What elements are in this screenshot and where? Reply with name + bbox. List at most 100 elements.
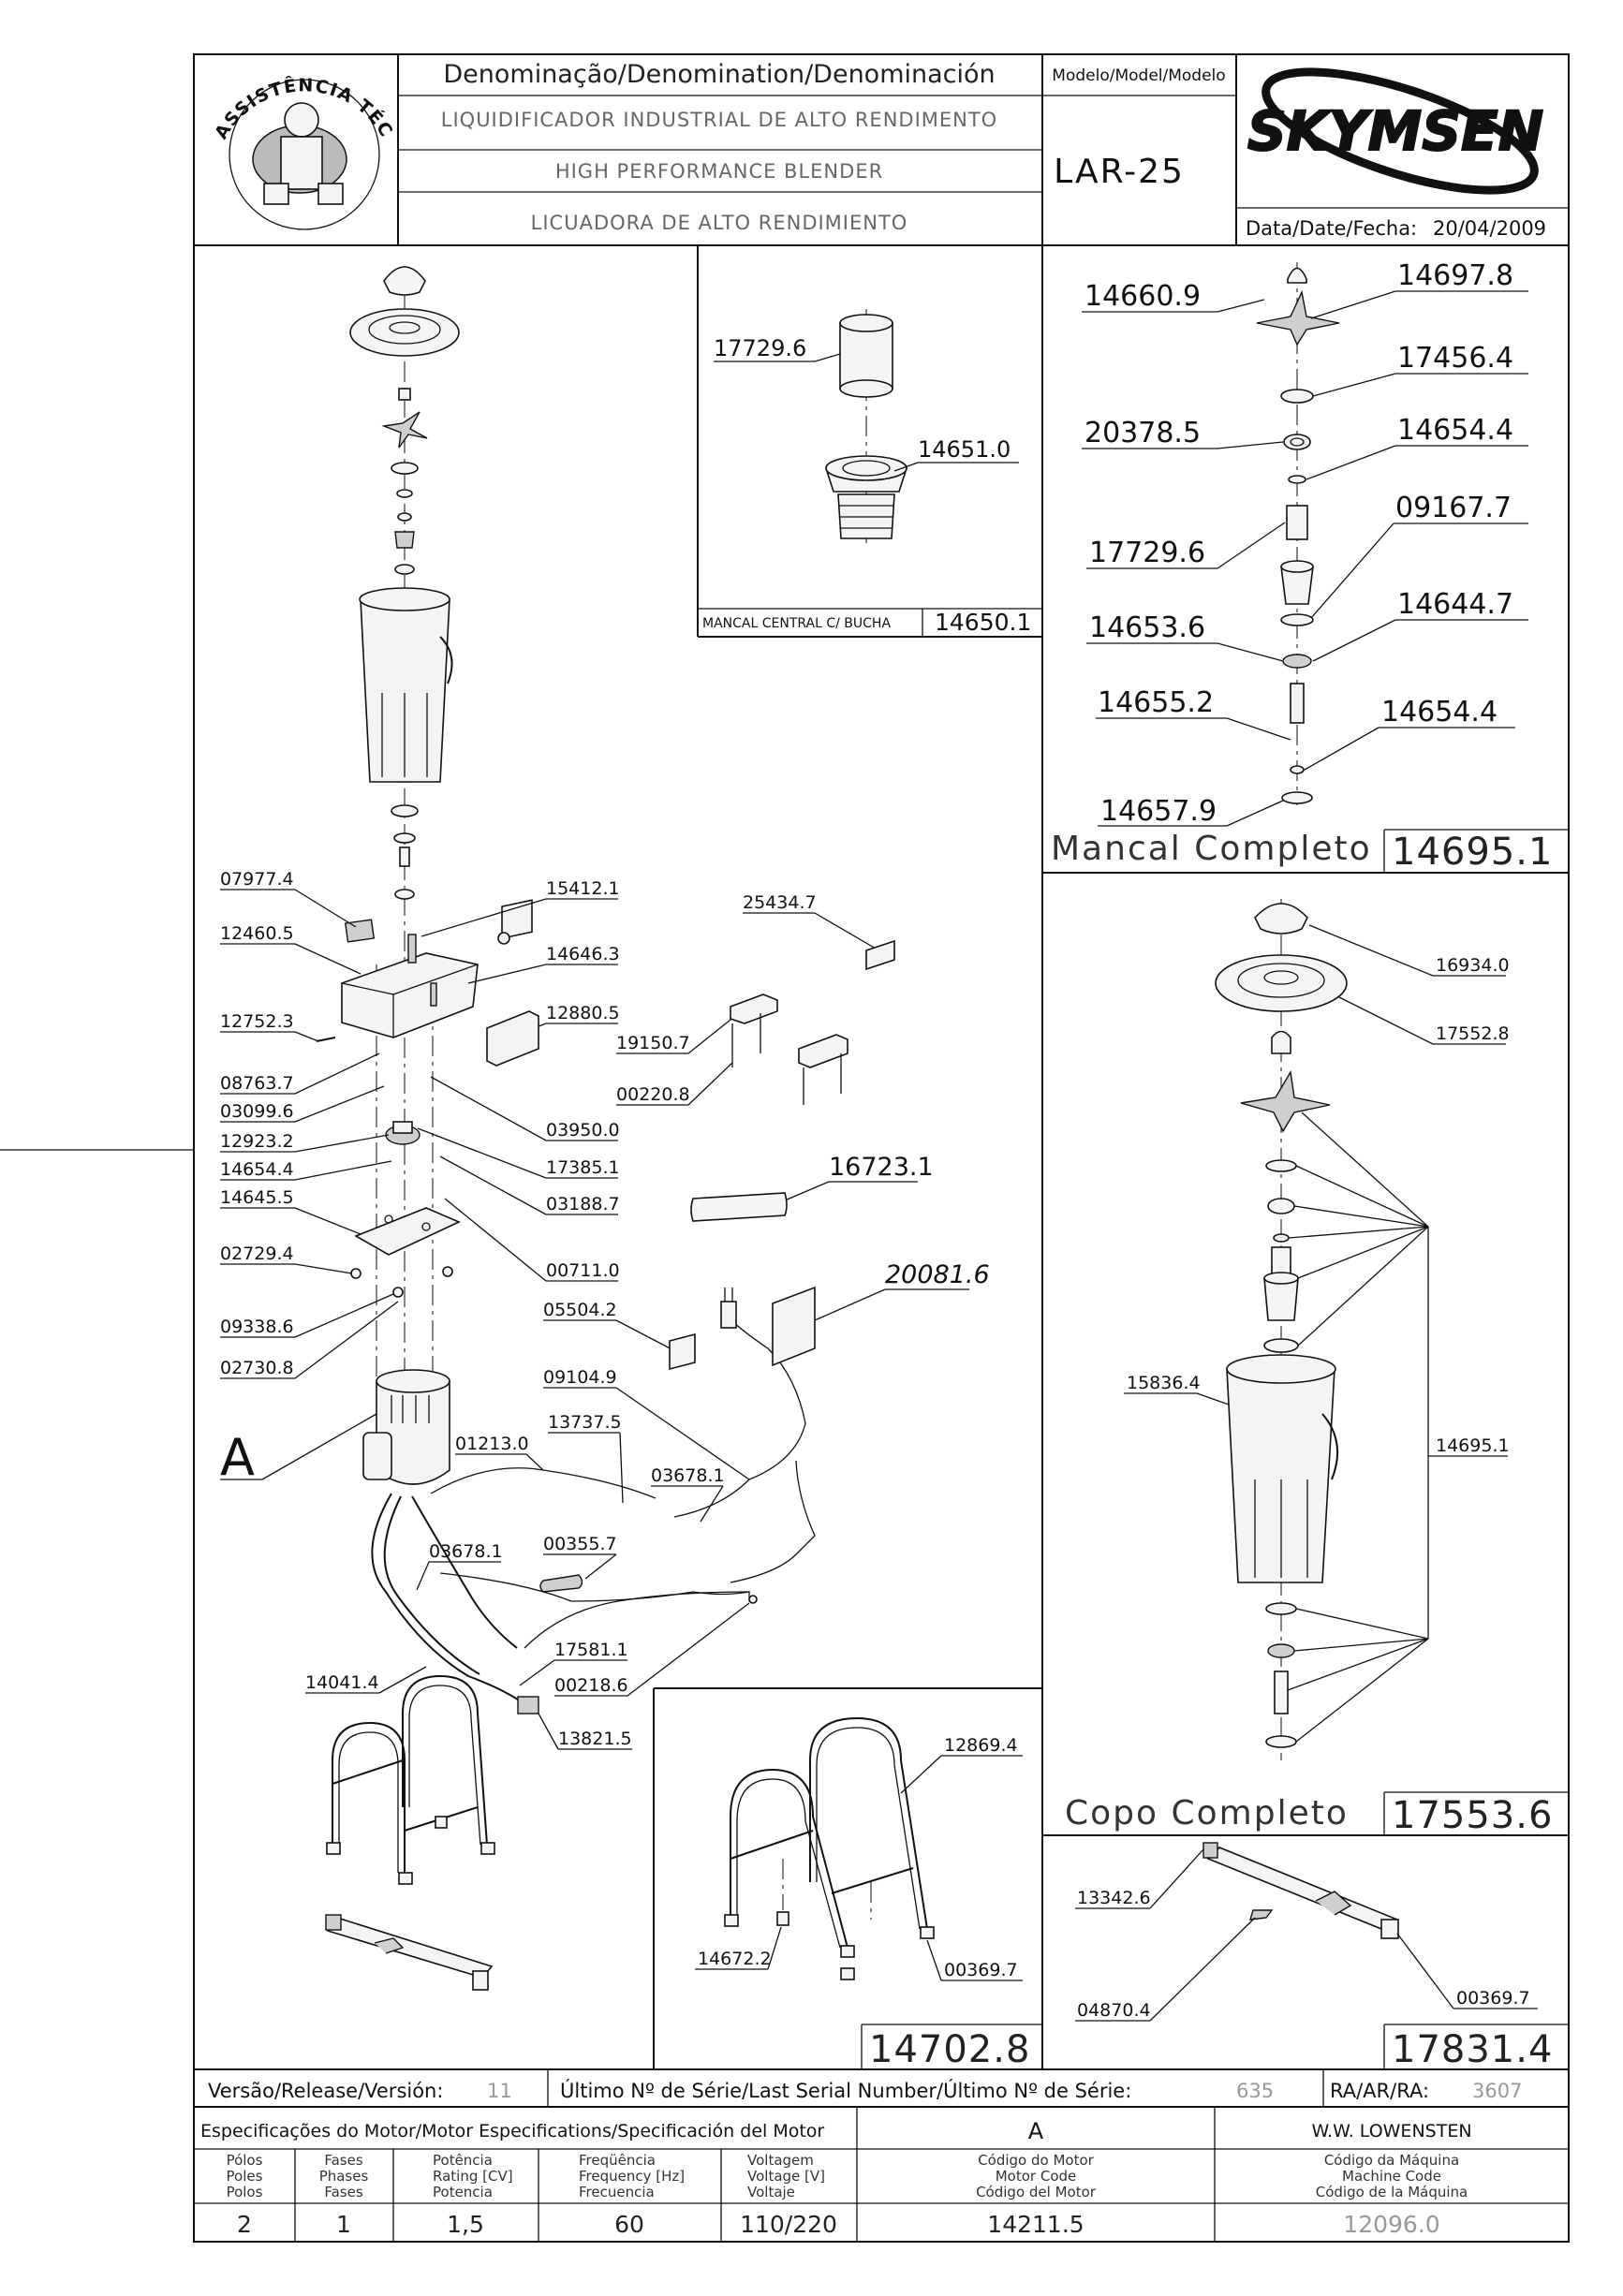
label-12923-2: 12923.2 bbox=[220, 1131, 294, 1152]
foot-code: 17831.4 bbox=[1392, 2028, 1553, 2071]
label-12869-4: 12869.4 bbox=[944, 1735, 1018, 1756]
label-00218-6: 00218.6 bbox=[554, 1675, 628, 1696]
motor-letter: A bbox=[1028, 2118, 1044, 2144]
label-14660-9: 14660.9 bbox=[1084, 280, 1201, 313]
label-17729-6-center: 17729.6 bbox=[714, 335, 806, 361]
machine-code-value: 12096.0 bbox=[1343, 2211, 1439, 2238]
serial-value: 635 bbox=[1236, 2080, 1274, 2102]
cup-complete-label: Copo Completo bbox=[1065, 1794, 1349, 1832]
col-motor-code-3: Código del Motor bbox=[976, 2184, 1097, 2200]
label-03099-6: 03099.6 bbox=[220, 1101, 294, 1122]
center-bearing-drawing bbox=[824, 309, 908, 543]
date-value: 20/04/2009 bbox=[1433, 217, 1546, 240]
complete-cup-labels: 16934.0 17552.8 15836.4 14695.1 Copo Com… bbox=[1065, 924, 1553, 1837]
label-13342-6: 13342.6 bbox=[1077, 1888, 1151, 1908]
description-es: LICUADORA DE ALTO RENDIMIENTO bbox=[531, 212, 908, 234]
description-pt: LIQUIDIFICADOR INDUSTRIAL DE ALTO RENDIM… bbox=[441, 109, 997, 131]
label-25434-7: 25434.7 bbox=[743, 892, 817, 913]
voltage-value: 110/220 bbox=[740, 2211, 837, 2238]
col-power-3: Potencia bbox=[433, 2184, 493, 2200]
label-13821-5: 13821.5 bbox=[558, 1729, 632, 1749]
label-00711-0: 00711.0 bbox=[546, 1260, 620, 1281]
label-00220-8: 00220.8 bbox=[616, 1084, 690, 1105]
label-17456-4: 17456.4 bbox=[1397, 342, 1513, 375]
stand-drawing bbox=[724, 1716, 935, 1980]
col-phases-1: Fases bbox=[324, 2152, 362, 2169]
label-02730-8: 02730.8 bbox=[220, 1358, 294, 1378]
col-power-1: Potência bbox=[433, 2152, 493, 2169]
bearing-center-label: MANCAL CENTRAL C/ BUCHA bbox=[702, 616, 891, 631]
label-03188-7: 03188.7 bbox=[546, 1194, 620, 1214]
label-19150-7: 19150.7 bbox=[616, 1033, 690, 1053]
main-exploded-view bbox=[316, 266, 816, 1991]
phases-value: 1 bbox=[336, 2211, 351, 2238]
cup-complete-code: 17553.6 bbox=[1392, 1794, 1553, 1837]
label-14651-0: 14651.0 bbox=[918, 436, 1011, 463]
label-14657-9: 14657.9 bbox=[1100, 795, 1217, 828]
label-09167-7: 09167.7 bbox=[1395, 492, 1512, 524]
main-part-labels: 07977.4 15412.1 12460.5 14646.3 12752.3 … bbox=[220, 869, 990, 1750]
label-03950-0: 03950.0 bbox=[546, 1120, 620, 1141]
frequency-value: 60 bbox=[614, 2211, 644, 2238]
label-07977-4: 07977.4 bbox=[220, 869, 294, 890]
col-voltage-1: Voltagem bbox=[747, 2152, 814, 2169]
label-17581-1: 17581.1 bbox=[554, 1640, 628, 1660]
label-17552-8: 17552.8 bbox=[1436, 1023, 1510, 1044]
authorized-service-seal: ASSISTÊNCIA TÉCNICA AUTORIZADA bbox=[0, 0, 397, 230]
seal-text: ASSISTÊNCIA TÉCNICA AUTORIZADA bbox=[0, 0, 397, 142]
col-freq-3: Frecuencia bbox=[579, 2184, 655, 2200]
label-01213-0: 01213.0 bbox=[455, 1434, 529, 1454]
label-14653-6: 14653.6 bbox=[1089, 611, 1205, 644]
col-machine-code-2: Machine Code bbox=[1342, 2168, 1441, 2185]
motor-spec-label: Especificações do Motor/Motor Especifica… bbox=[200, 2121, 824, 2141]
bearing-complete-label: Mancal Completo bbox=[1051, 830, 1372, 868]
col-power-2: Rating [CV] bbox=[433, 2168, 513, 2185]
label-16723-1: 16723.1 bbox=[829, 1153, 934, 1182]
col-poles-1: Pólos bbox=[227, 2152, 263, 2169]
label-02729-4: 02729.4 bbox=[220, 1244, 294, 1264]
label-17385-1: 17385.1 bbox=[546, 1157, 620, 1178]
model-number: LAR-25 bbox=[1054, 153, 1185, 191]
col-voltage-3: Voltaje bbox=[747, 2184, 795, 2200]
label-12752-3: 12752.3 bbox=[220, 1011, 294, 1032]
brand-logo: SKYMSEN bbox=[1247, 67, 1544, 195]
label-09338-6: 09338.6 bbox=[220, 1317, 294, 1337]
power-value: 1,5 bbox=[447, 2211, 484, 2238]
version-value: 11 bbox=[487, 2080, 512, 2102]
label-15836-4: 15836.4 bbox=[1127, 1373, 1201, 1393]
label-14655-2: 14655.2 bbox=[1098, 686, 1214, 719]
stand-code: 14702.8 bbox=[869, 2028, 1030, 2071]
motor-code-value: 14211.5 bbox=[987, 2211, 1084, 2238]
date-label: Data/Date/Fecha: bbox=[1246, 217, 1417, 240]
decals-and-brackets bbox=[486, 939, 895, 1371]
label-motor-a: A bbox=[220, 1428, 255, 1487]
label-00369-7-stand: 00369.7 bbox=[944, 1960, 1018, 1980]
col-motor-code-1: Código do Motor bbox=[978, 2152, 1094, 2169]
complete-bearing-drawing bbox=[1256, 262, 1340, 805]
model-heading: Modelo/Model/Modelo bbox=[1052, 66, 1225, 85]
complete-bearing-labels: 14660.9 14697.8 17456.4 20378.5 14654.4 … bbox=[1051, 259, 1553, 874]
label-14654-4: 14654.4 bbox=[220, 1159, 294, 1180]
col-motor-code-2: Motor Code bbox=[996, 2168, 1077, 2185]
foot-labels: 13342.6 04870.4 00369.7 17831.4 bbox=[1075, 1848, 1553, 2071]
label-00369-7-foot: 00369.7 bbox=[1456, 1988, 1530, 2009]
drawing-frame bbox=[0, 53, 1570, 2243]
serial-label: Último Nº de Série/Last Serial Number/Úl… bbox=[560, 2079, 1131, 2102]
label-14645-5: 14645.5 bbox=[220, 1187, 294, 1208]
label-15412-1: 15412.1 bbox=[546, 878, 620, 899]
col-freq-2: Frequency [Hz] bbox=[579, 2168, 685, 2185]
foot-drawing bbox=[1202, 1842, 1399, 1939]
bearing-complete-code: 14695.1 bbox=[1392, 831, 1553, 874]
label-14695-1-cup: 14695.1 bbox=[1436, 1435, 1510, 1456]
label-04870-4: 04870.4 bbox=[1077, 2000, 1151, 2021]
label-14672-2: 14672.2 bbox=[698, 1949, 772, 1969]
col-phases-2: Phases bbox=[319, 2168, 369, 2185]
label-12880-5: 12880.5 bbox=[546, 1003, 620, 1023]
center-bearing-labels: 17729.6 14651.0 MANCAL CENTRAL C/ BUCHA … bbox=[702, 335, 1031, 636]
manufacturer: W.W. LOWENSTEN bbox=[1311, 2121, 1471, 2141]
label-05504-2: 05504.2 bbox=[543, 1300, 617, 1320]
description-en: HIGH PERFORMANCE BLENDER bbox=[555, 160, 883, 183]
label-14697-8: 14697.8 bbox=[1397, 259, 1513, 292]
label-20378-5: 20378.5 bbox=[1084, 417, 1201, 449]
